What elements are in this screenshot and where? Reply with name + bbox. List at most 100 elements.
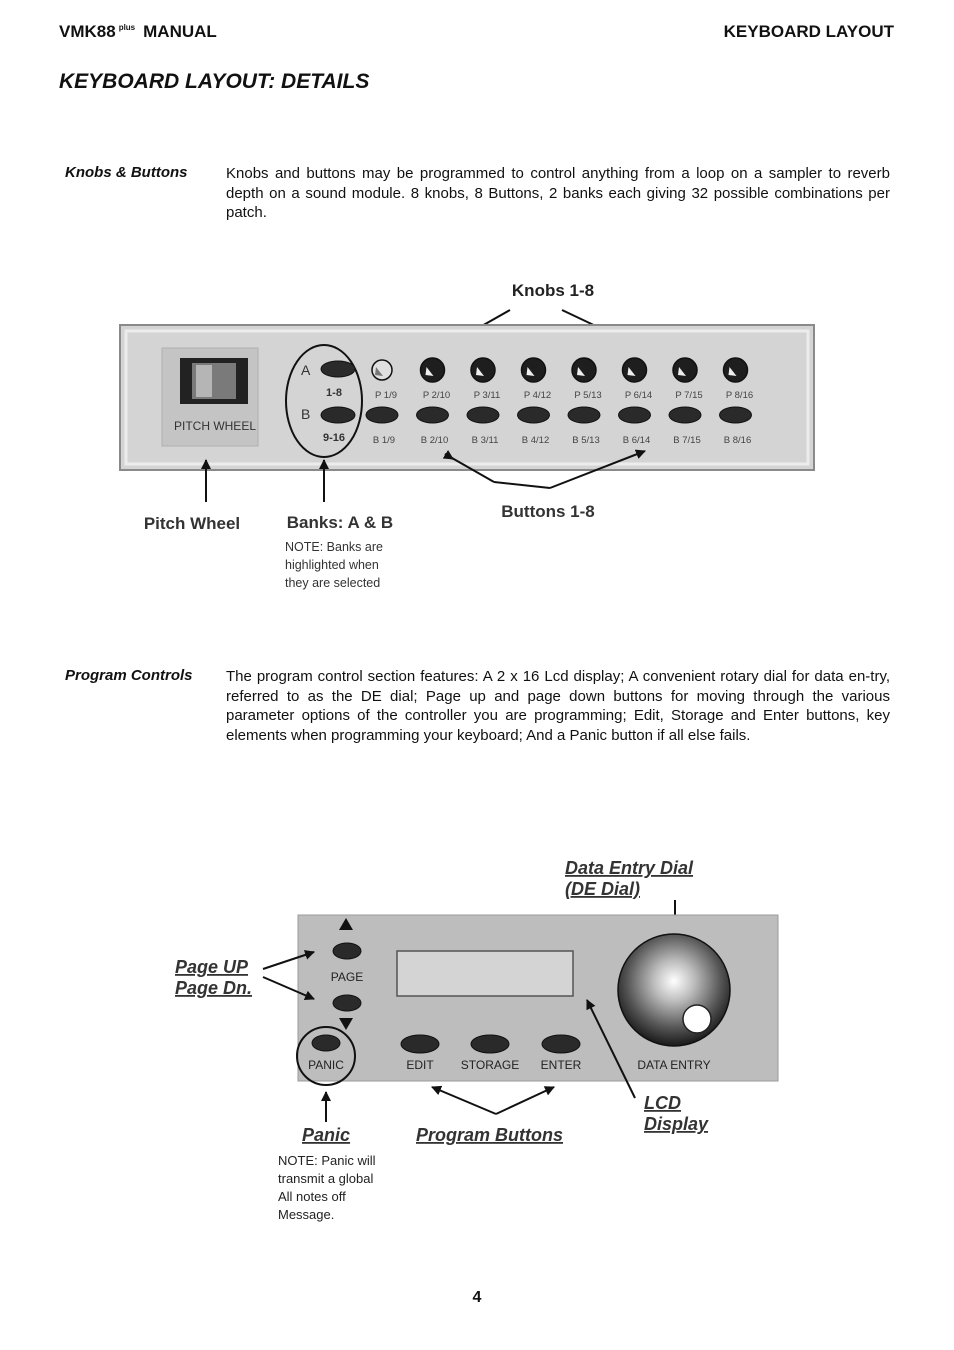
lcd-display bbox=[396, 950, 574, 997]
knob-8[interactable] bbox=[722, 357, 749, 383]
pitch-wheel-caption: Pitch Wheel bbox=[144, 514, 240, 533]
knobs-label: Knobs 1-8 bbox=[512, 281, 594, 300]
knob-label-7: P 7/15 bbox=[675, 390, 702, 401]
page-up-button[interactable] bbox=[332, 942, 362, 960]
knob-label-6: P 6/14 bbox=[625, 390, 652, 401]
section-label-program: Program Controls bbox=[65, 667, 193, 684]
knob-pointer-8 bbox=[728, 367, 737, 376]
knob-pointer-1 bbox=[375, 367, 383, 376]
bank-a-range: 1-8 bbox=[326, 387, 342, 399]
banks-note-line-1: NOTE: Banks are bbox=[285, 540, 383, 554]
de-dial-label-line-1: Data Entry Dial bbox=[565, 858, 694, 878]
panic-note-line-3: All notes off bbox=[278, 1189, 346, 1204]
edit-button[interactable] bbox=[400, 1034, 440, 1054]
lcd-callout-line-2: Display bbox=[644, 1114, 709, 1134]
edit-button-label: EDIT bbox=[406, 1058, 434, 1072]
panic-button[interactable] bbox=[311, 1034, 341, 1052]
knob-pointer-2 bbox=[425, 367, 434, 376]
enter-button-label: ENTER bbox=[541, 1058, 582, 1072]
knob-pointer-5 bbox=[577, 367, 585, 376]
knob-5[interactable] bbox=[571, 357, 597, 383]
button-label-7: B 7/15 bbox=[673, 435, 700, 446]
button-5[interactable] bbox=[567, 406, 601, 424]
page-callout-line-2: Page Dn. bbox=[175, 978, 252, 998]
page-callout-line-1: Page UP bbox=[175, 957, 249, 977]
buttons-label: Buttons 1-8 bbox=[501, 502, 595, 521]
data-entry-label: DATA ENTRY bbox=[637, 1058, 710, 1072]
knob-pointer-3 bbox=[476, 367, 484, 376]
knob-7[interactable] bbox=[672, 357, 698, 383]
panic-note-line-1: NOTE: Panic will bbox=[278, 1153, 376, 1168]
program-buttons-caption: Program Buttons bbox=[416, 1125, 563, 1145]
data-entry-dial[interactable] bbox=[617, 933, 731, 1047]
knob-pointer-4 bbox=[526, 367, 535, 376]
button-label-2: B 2/10 bbox=[421, 435, 448, 446]
bank-b-button[interactable] bbox=[320, 406, 356, 424]
button-6[interactable] bbox=[618, 406, 651, 424]
page-number: 4 bbox=[472, 1289, 482, 1306]
knob-4[interactable] bbox=[520, 357, 547, 383]
dial-finger-hole bbox=[682, 1004, 712, 1034]
de-dial-label-line-2: (DE Dial) bbox=[565, 879, 640, 899]
knob-label-3: P 3/11 bbox=[474, 390, 501, 401]
page-down-button[interactable] bbox=[332, 994, 362, 1012]
panic-note-line-2: transmit a global bbox=[278, 1171, 373, 1186]
button-label-8: B 8/16 bbox=[724, 435, 751, 446]
button-8[interactable] bbox=[719, 406, 752, 424]
program-buttons-arrow-left bbox=[431, 1085, 497, 1115]
banks-note-line-2: highlighted when bbox=[285, 558, 379, 572]
pitch-wheel-panel-label: PITCH WHEEL bbox=[174, 419, 256, 433]
knob-label-1: P 1/9 bbox=[375, 390, 397, 401]
knob-label-2: P 2/10 bbox=[423, 390, 450, 401]
knob-label-8: P 8/16 bbox=[726, 390, 753, 401]
panic-highlight-ring bbox=[296, 1026, 356, 1086]
storage-button-label: STORAGE bbox=[461, 1058, 519, 1072]
model-name: VMK88 bbox=[59, 22, 116, 41]
button-label-6: B 6/14 bbox=[623, 435, 650, 446]
banks-note-line-3: they are selected bbox=[285, 576, 380, 590]
page-up-arrow bbox=[262, 950, 315, 970]
panic-note-line-4: Message. bbox=[278, 1207, 334, 1222]
button-4[interactable] bbox=[517, 406, 550, 424]
enter-button[interactable] bbox=[541, 1034, 581, 1054]
button-label-4: B 4/12 bbox=[522, 435, 549, 446]
section-text-knobs: Knobs and buttons may be programmed to c… bbox=[226, 165, 890, 221]
button-2[interactable] bbox=[416, 406, 449, 424]
bank-a-button[interactable] bbox=[320, 360, 356, 378]
bank-b-label: B bbox=[301, 406, 310, 422]
page-down-arrow bbox=[262, 976, 315, 1001]
button-label-1: B 1/9 bbox=[373, 435, 395, 446]
manual-label: MANUAL bbox=[143, 22, 217, 41]
knob-label-5: P 5/13 bbox=[574, 390, 601, 401]
lcd-arrow bbox=[586, 999, 636, 1099]
page-up-icon bbox=[339, 918, 353, 930]
buttons-arrow-left bbox=[442, 449, 454, 460]
storage-button[interactable] bbox=[470, 1034, 510, 1054]
knob-pointer-6 bbox=[627, 367, 636, 376]
button-1[interactable] bbox=[365, 406, 399, 424]
section-text-program: The program control section features: A … bbox=[226, 668, 890, 744]
page-label: PAGE bbox=[331, 970, 363, 984]
banks-caption: Banks: A & B bbox=[287, 513, 393, 532]
knob-3[interactable] bbox=[470, 357, 496, 383]
section-label-knobs: Knobs & Buttons bbox=[65, 164, 188, 181]
bank-highlight-ring bbox=[285, 344, 363, 458]
knob-label-4: P 4/12 bbox=[524, 390, 551, 401]
program-buttons-arrow-right bbox=[495, 1086, 555, 1115]
buttons-arrow-right bbox=[549, 449, 646, 489]
page-title: KEYBOARD LAYOUT: DETAILS bbox=[59, 70, 370, 93]
program-controls-diagram: Data Entry Dial (DE Dial) PAGE Page UP P… bbox=[175, 858, 779, 1222]
lcd-callout-line-1: LCD bbox=[644, 1093, 681, 1113]
knobs-row: P 1/9 P 2/10 P 3/11 P 4/12 P 5/13 P 6/14 P 7/1… bbox=[371, 357, 753, 401]
knobs-buttons-diagram: Knobs 1-8 PITCH WHEEL A B 1-8 9-16 P 1/9… bbox=[119, 281, 815, 590]
knob-1[interactable] bbox=[371, 359, 393, 381]
bank-b-range: 9-16 bbox=[323, 432, 345, 444]
header-section: KEYBOARD LAYOUT bbox=[723, 22, 894, 41]
button-label-5: B 5/13 bbox=[572, 435, 599, 446]
knob-2[interactable] bbox=[419, 357, 446, 383]
button-7[interactable] bbox=[668, 406, 702, 424]
button-3[interactable] bbox=[466, 406, 500, 424]
knob-6[interactable] bbox=[621, 357, 648, 383]
